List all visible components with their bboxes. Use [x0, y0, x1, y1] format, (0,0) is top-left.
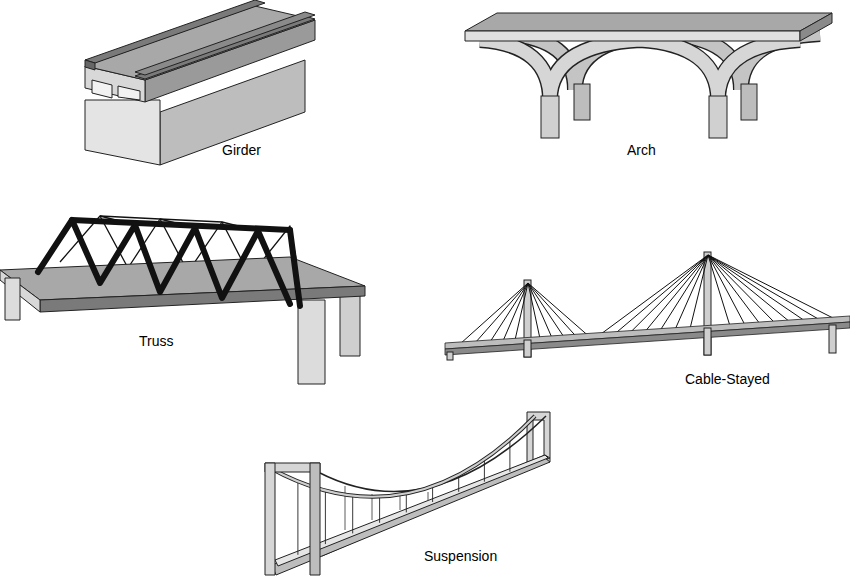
arch-bridge-part: [465, 31, 800, 41]
cable-stayed-bridge-part: [524, 340, 531, 357]
cable-stayed-bridge-part: [660, 255, 708, 331]
cable-stayed-bridge-part: [675, 255, 708, 330]
arch-bridge-part: [574, 84, 590, 120]
truss-bridge-part: [340, 294, 360, 356]
suspension-bridge-part: [484, 459, 485, 481]
cable-stayed-bridge-part: [528, 283, 576, 336]
arch-bridge-part: [541, 96, 559, 138]
cable-stayed-bridge-part: [600, 255, 708, 335]
cable-stayed-bridge-part: [503, 283, 528, 341]
cable-stayed-bridge-part: [475, 283, 528, 343]
suspension-bridge-part: [265, 463, 275, 575]
cable-stayed-bridge-part: [829, 325, 836, 353]
girder-bridge-part: [135, 16, 315, 79]
girder-bridge-part: [85, 60, 95, 70]
arch-bridge-part: [480, 40, 550, 100]
truss-bridge-part: [298, 300, 325, 384]
cable-stayed-bridge-part: [445, 316, 850, 349]
suspension-bridge-part: [272, 458, 550, 575]
suspension-bridge: [265, 412, 550, 575]
suspension-bridge-part: [432, 486, 433, 502]
arch-bridge-part: [800, 13, 832, 41]
girder-bridge-part: [85, 0, 265, 63]
truss-bridge: [0, 216, 365, 384]
cable-stayed-bridge-part: [528, 283, 588, 336]
arch-bridge-part: [480, 40, 800, 100]
arch-bridge-part: [718, 40, 800, 100]
girder-bridge-part: [92, 80, 112, 98]
cable-stayed-bridge-part: [690, 255, 708, 329]
cable-stayed-bridge-part: [490, 283, 528, 342]
arch-bridge-part: [465, 13, 832, 31]
cable-stayed-bridge-part: [460, 283, 528, 344]
girder-bridge-part: [118, 86, 140, 100]
cable-stayed-bridge-part: [708, 255, 835, 319]
truss-bridge-part: [290, 230, 300, 306]
cable-stayed-bridge-part: [615, 255, 708, 334]
suspension-bridge-part: [298, 440, 510, 555]
truss-bridge-part: [38, 220, 290, 304]
girder-bridge-part: [85, 6, 315, 80]
suspension-bridge-part: [379, 497, 380, 523]
girder-bridge-part: [135, 12, 315, 75]
bridge-type-label: Cable-Stayed: [685, 371, 770, 387]
arch-bridge-part: [709, 96, 727, 138]
cable-stayed-bridge-part: [528, 283, 552, 338]
suspension-bridge-part: [318, 416, 546, 492]
bridge-type-label: Arch: [627, 142, 656, 158]
cable-stayed-bridge-part: [704, 328, 711, 355]
cable-stayed-bridge-part: [630, 255, 708, 333]
arch-bridge-part: [741, 84, 757, 120]
suspension-bridge-part: [400, 496, 401, 510]
cable-stayed-bridge-part: [708, 255, 760, 324]
girder-bridge: [85, 0, 315, 165]
girder-bridge-part: [85, 100, 160, 165]
arch-bridge-part: [480, 40, 550, 100]
cable-stayed-bridge-part: [708, 255, 820, 320]
truss-bridge-part: [38, 220, 300, 306]
cable-stayed-bridge-part: [445, 322, 850, 355]
suspension-bridge-part: [406, 494, 407, 513]
suspension-bridge-part: [325, 491, 326, 545]
cable-stayed-bridge-part: [645, 255, 708, 332]
arch-bridge-part: [550, 40, 718, 100]
suspension-bridge-part: [297, 481, 298, 554]
suspension-bridge-part: [509, 440, 510, 472]
cable-stayed-bridge-part: [708, 255, 775, 323]
bridge-type-label: Suspension: [424, 548, 497, 564]
truss-bridge-part: [5, 278, 20, 320]
suspension-bridge-part: [310, 463, 320, 575]
arch-bridge-part: [480, 40, 800, 100]
bridge-type-label: Girder: [222, 142, 261, 158]
arch-bridge-part: [718, 40, 800, 100]
cable-stayed-bridge-part: [708, 255, 790, 322]
truss-bridge-part: [72, 220, 290, 230]
arch-bridge: [465, 13, 832, 138]
suspension-bridge-part: [428, 492, 429, 500]
cable-stayed-bridge: [445, 252, 850, 360]
cable-stayed-bridge-part: [515, 283, 528, 340]
arch-bridge-part: [550, 40, 718, 100]
bridge-type-label: Truss: [139, 333, 173, 349]
cable-stayed-bridge-part: [447, 352, 453, 360]
suspension-bridge-part: [458, 475, 459, 492]
suspension-bridge-part: [352, 496, 353, 534]
cable-stayed-bridge-part: [708, 255, 805, 321]
